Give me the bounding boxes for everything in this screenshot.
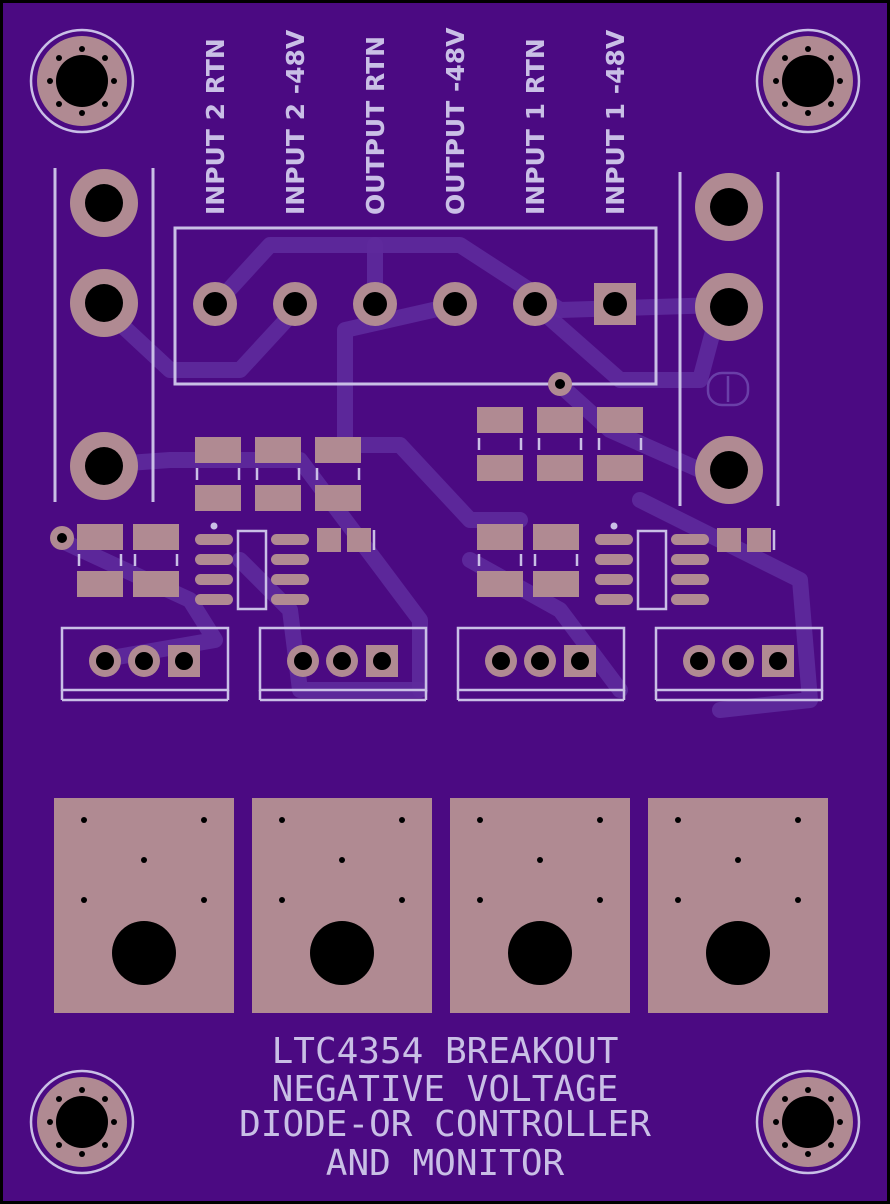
board-title: LTC4354 BREAKOUT NEGATIVE VOLTAGE DIODE-… [239, 1031, 651, 1184]
controller-cluster-right [477, 522, 776, 611]
terminal-pad [252, 798, 432, 1013]
right-mosfet-footprint [678, 172, 780, 506]
mounting-hole-top-right [755, 28, 861, 134]
title-line: LTC4354 BREAKOUT [272, 1031, 619, 1072]
connector-label: OUTPUT -48V [441, 27, 470, 215]
vias [50, 372, 572, 550]
controller-cluster-left [77, 522, 376, 611]
left-mosfet-footprint [53, 168, 155, 502]
connector-label: INPUT 1 -48V [601, 29, 630, 215]
connector-label: INPUT 2 -48V [281, 29, 310, 215]
terminal-pad [648, 798, 828, 1013]
connector-labels: INPUT 2 RTN INPUT 2 -48V OUTPUT RTN OUTP… [201, 27, 630, 215]
mounting-hole-bottom-right [755, 1069, 861, 1175]
connector-label: OUTPUT RTN [361, 36, 390, 215]
title-line: NEGATIVE VOLTAGE [272, 1069, 619, 1110]
passives-upper-left [195, 437, 361, 511]
six-pin-header [173, 226, 658, 386]
mounting-hole-top-left [29, 28, 135, 134]
passives-upper-right [477, 407, 643, 481]
connector-label: INPUT 1 RTN [521, 38, 550, 215]
terminal-pad [54, 798, 234, 1013]
title-line: AND MONITOR [326, 1143, 565, 1184]
three-pin-header [258, 626, 428, 702]
connector-label: INPUT 2 RTN [201, 38, 230, 215]
three-pin-header [60, 626, 230, 702]
three-pin-header [654, 626, 824, 702]
mounting-hole-bottom-left [29, 1069, 135, 1175]
terminal-pad [450, 798, 630, 1013]
three-pin-header [456, 626, 626, 702]
title-line: DIODE-OR CONTROLLER [239, 1104, 651, 1145]
